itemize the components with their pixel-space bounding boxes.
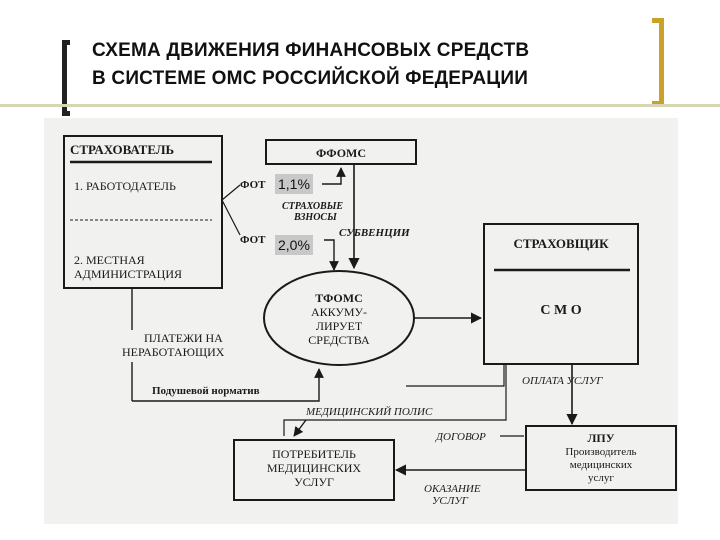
strakhovatel-item-2-line-2: АДМИНИСТРАЦИЯ	[74, 267, 182, 281]
scheme-diagram: СТРАХОВАТЕЛЬ 1. РАБОТОДАТЕЛЬ 2. МЕСТНАЯ …	[63, 135, 677, 507]
tfoms-title: ТФОМС	[315, 291, 363, 305]
vznosy-label-line-2: ВЗНОСЫ	[293, 212, 337, 223]
left-bracket-decoration	[62, 40, 70, 116]
slide-title-line-1: СХЕМА ДВИЖЕНИЯ ФИНАНСОВЫХ СРЕДСТВ	[92, 40, 530, 61]
scheme-image: СТРАХОВАТЕЛЬ 1. РАБОТОДАТЕЛЬ 2. МЕСТНАЯ …	[44, 118, 678, 524]
lpu-line-2: медицинских	[570, 459, 633, 471]
strakhovshchik-box	[483, 223, 639, 365]
strakhovatel-item-1: 1. РАБОТОДАТЕЛЬ	[74, 179, 176, 193]
lpu-title: ЛПУ	[587, 431, 614, 445]
tfoms-line-2: АККУМУ-	[311, 305, 367, 319]
med-polis-label: МЕДИЦИНСКИЙ ПОЛИС	[305, 406, 433, 418]
potrebitel-line-3: УСЛУГ	[294, 475, 334, 489]
platezhi-label-line-2: НЕРАБОТАЮЩИХ	[122, 345, 225, 359]
percentage-badge-2: 2,0%	[275, 235, 313, 255]
lpu-line-3: услуг	[588, 472, 614, 484]
fot-label-2: ФОТ	[240, 234, 266, 246]
percentage-badge-1: 1,1%	[275, 174, 313, 194]
polis-line	[283, 364, 507, 436]
lpu-line-1: Производитель	[565, 446, 636, 458]
smo-label: С М О	[540, 303, 581, 318]
podushevoy-line	[406, 364, 505, 387]
okazanie-label-line-2: УСЛУГ	[432, 495, 469, 507]
tfoms-line-3: ЛИРУЕТ	[316, 319, 363, 333]
okazanie-label-line-1: ОКАЗАНИЕ	[424, 483, 481, 495]
dogovor-label: ДОГОВОР	[435, 431, 486, 443]
vznosy-arrow-2	[221, 199, 241, 236]
title-divider	[0, 104, 720, 107]
tfoms-inflow-arrow	[324, 239, 339, 271]
strakhovatel-box	[63, 135, 223, 289]
fot-label-1: ФОТ	[240, 179, 266, 191]
potrebitel-line-1: ПОТРЕБИТЕЛЬ	[272, 447, 356, 461]
right-bracket-decoration	[652, 18, 664, 106]
potrebitel-line-2: МЕДИЦИНСКИХ	[267, 461, 362, 475]
slide-title-line-2: В СИСТЕМЕ ОМС РОССИЙСКОЙ ФЕДЕРАЦИИ	[92, 68, 529, 89]
tfoms-line-4: СРЕДСТВА	[308, 333, 370, 347]
potrebitel-box	[233, 439, 395, 501]
platezhi-label-line-1: ПЛАТЕЖИ НА	[144, 331, 223, 345]
strakhovatel-item-2-line-1: 2. МЕСТНАЯ	[74, 253, 145, 267]
subventsii-label: СУБВЕНЦИИ	[339, 227, 410, 239]
vznosy-arrow-1	[221, 184, 241, 201]
ffoms-inflow-arrow	[322, 167, 346, 185]
podushevoy-label: Подушевой норматив	[152, 385, 260, 397]
ffoms-box	[265, 139, 417, 165]
oplata-label: ОПЛАТА УСЛУГ	[522, 375, 603, 387]
lpu-box	[525, 425, 677, 491]
strakhovshchik-title: СТРАХОВЩИК	[513, 236, 609, 251]
strakhovatel-title: СТРАХОВАТЕЛЬ	[70, 142, 174, 157]
polis-arrow	[293, 419, 307, 437]
platezhi-arrow	[132, 368, 324, 402]
vznosy-label-line-1: СТРАХОВЫЕ	[282, 201, 343, 212]
ffoms-label: ФФОМС	[316, 146, 366, 160]
